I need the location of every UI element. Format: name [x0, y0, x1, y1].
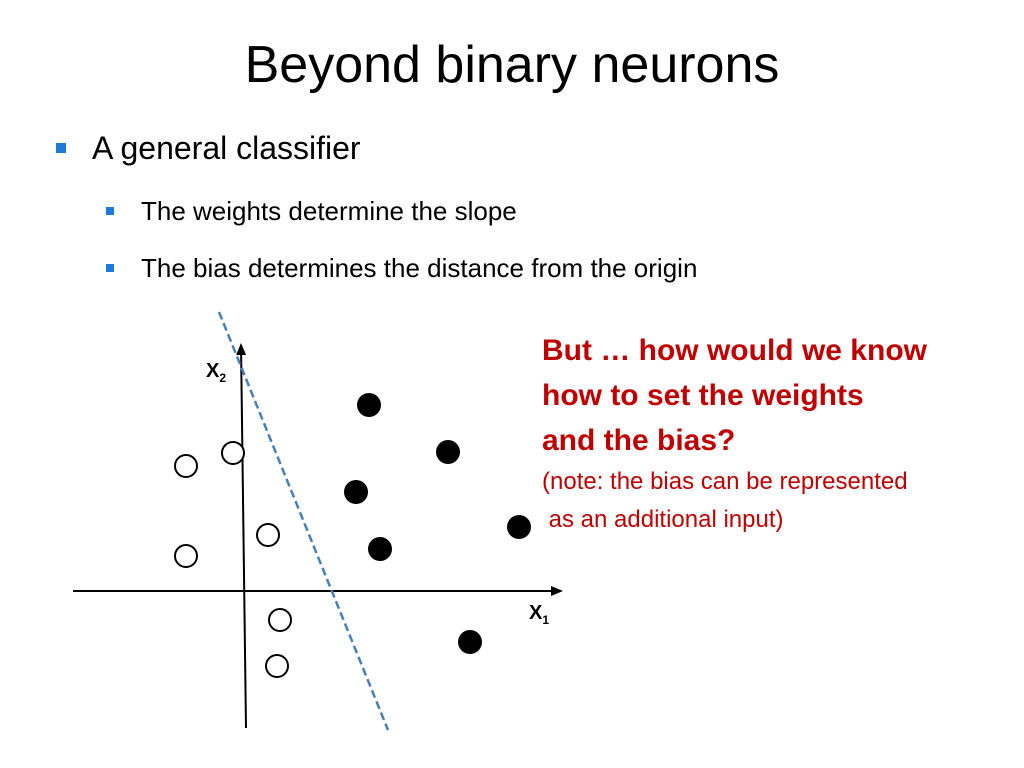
bullet-text: A general classifier	[92, 129, 361, 166]
bullet-square-icon	[106, 207, 114, 215]
axis-label-letter: X	[206, 360, 220, 382]
bullet-text: The bias determines the distance from th…	[141, 252, 698, 283]
filled-point	[458, 630, 482, 654]
bullet-square-icon	[106, 264, 114, 272]
question-line: how to set the weights	[542, 379, 864, 412]
open-point	[268, 608, 292, 632]
decision-boundary-line	[217, 311, 390, 731]
bullet-text: The weights determine the slope	[141, 195, 517, 226]
note-line: (note: the bias can be represented	[542, 468, 908, 495]
axis-label-subscript: 1	[542, 613, 550, 627]
x2-axis-label: X2	[206, 360, 226, 385]
open-point	[174, 454, 198, 478]
open-point	[265, 654, 289, 678]
x1-axis-label: X1	[529, 602, 549, 627]
bullet-general-classifier: A general classifier	[56, 128, 361, 168]
axis-label-letter: X	[529, 602, 543, 624]
filled-point	[357, 393, 381, 417]
filled-point	[344, 480, 368, 504]
open-point	[256, 523, 280, 547]
question-line: But … how would we know	[542, 334, 927, 367]
question-annotation: But … how would we know how to set the w…	[542, 328, 1022, 539]
filled-point	[507, 515, 531, 539]
bullet-bias-distance: The bias determines the distance from th…	[106, 251, 697, 285]
open-point	[174, 544, 198, 568]
question-line: and the bias?	[542, 424, 736, 457]
bullet-weights-slope: The weights determine the slope	[106, 194, 517, 228]
slide-title: Beyond binary neurons	[244, 36, 780, 94]
note-line: as an additional input)	[542, 506, 784, 533]
bullet-square-icon	[56, 143, 66, 153]
axis-label-subscript: 2	[219, 371, 227, 385]
y-axis	[236, 343, 247, 729]
open-point	[221, 441, 245, 465]
filled-point	[436, 440, 460, 464]
filled-point	[368, 537, 392, 561]
